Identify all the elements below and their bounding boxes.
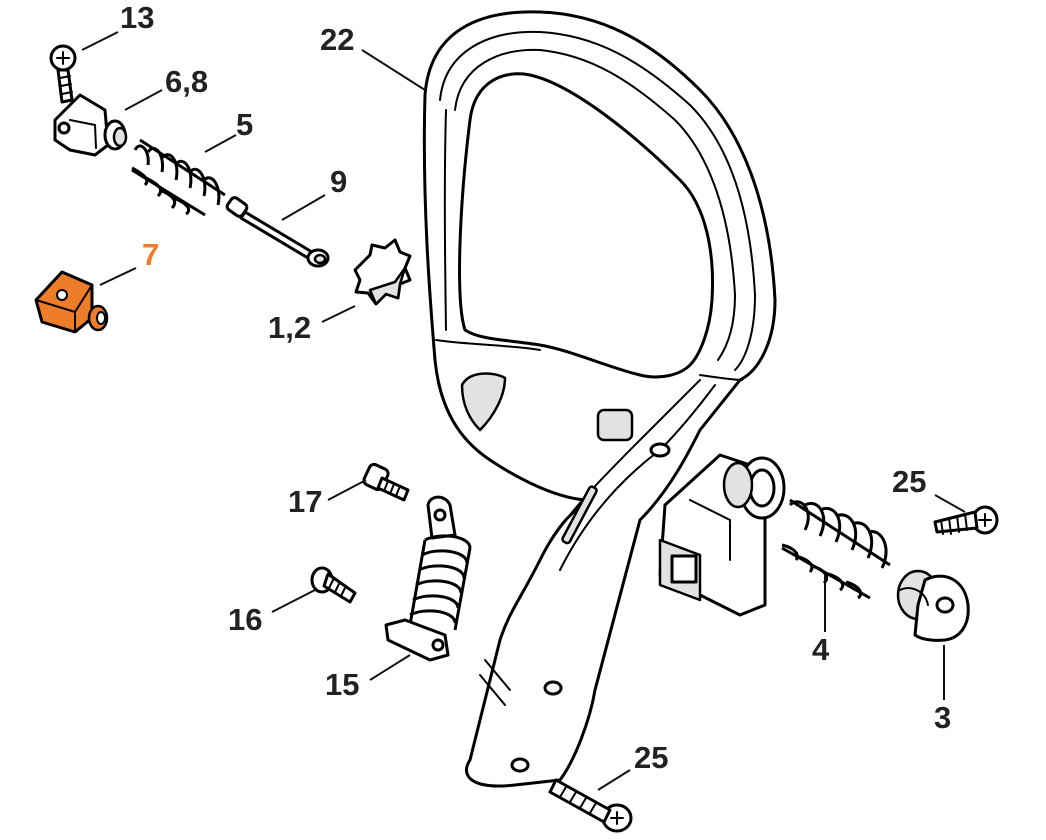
label-9: 9	[330, 164, 347, 199]
label-17: 17	[288, 484, 322, 519]
part-9-rod[interactable]	[225, 196, 330, 268]
part-1-2-grommet[interactable]	[353, 238, 412, 306]
label-15: 15	[325, 667, 359, 702]
label-7-highlighted: 7	[142, 237, 159, 272]
part-15-spring-assembly[interactable]	[384, 495, 472, 662]
part-7-damper-highlighted[interactable]	[34, 270, 109, 334]
part-mount-bracket[interactable]	[658, 453, 786, 617]
part-17-screw[interactable]	[362, 462, 410, 502]
leader-lines	[81, 31, 966, 791]
label-25-bottom: 25	[634, 740, 668, 775]
part-3-end-cap[interactable]	[896, 569, 970, 642]
part-4-spring[interactable]	[781, 498, 891, 600]
part-13-screw[interactable]	[49, 44, 77, 104]
label-1-2: 1,2	[268, 310, 311, 345]
label-13: 13	[120, 0, 154, 35]
part-labels: 13 6,8 5 9 7 1,2 22 17 16 15 25 4 3 25	[120, 0, 951, 775]
label-5: 5	[236, 107, 253, 142]
label-22: 22	[320, 22, 354, 57]
label-25-right: 25	[892, 464, 926, 499]
label-6-8: 6,8	[165, 64, 208, 99]
part-5-spring[interactable]	[131, 138, 226, 217]
label-4: 4	[812, 632, 830, 667]
label-16: 16	[228, 602, 262, 637]
part-handle-bar[interactable]	[422, 10, 777, 788]
label-3: 3	[934, 700, 951, 735]
part-6-8-holder[interactable]	[53, 93, 128, 157]
part-16-screw[interactable]	[310, 566, 357, 604]
part-25-screw-bottom[interactable]	[548, 778, 633, 833]
part-25-screw-right[interactable]	[933, 505, 999, 535]
